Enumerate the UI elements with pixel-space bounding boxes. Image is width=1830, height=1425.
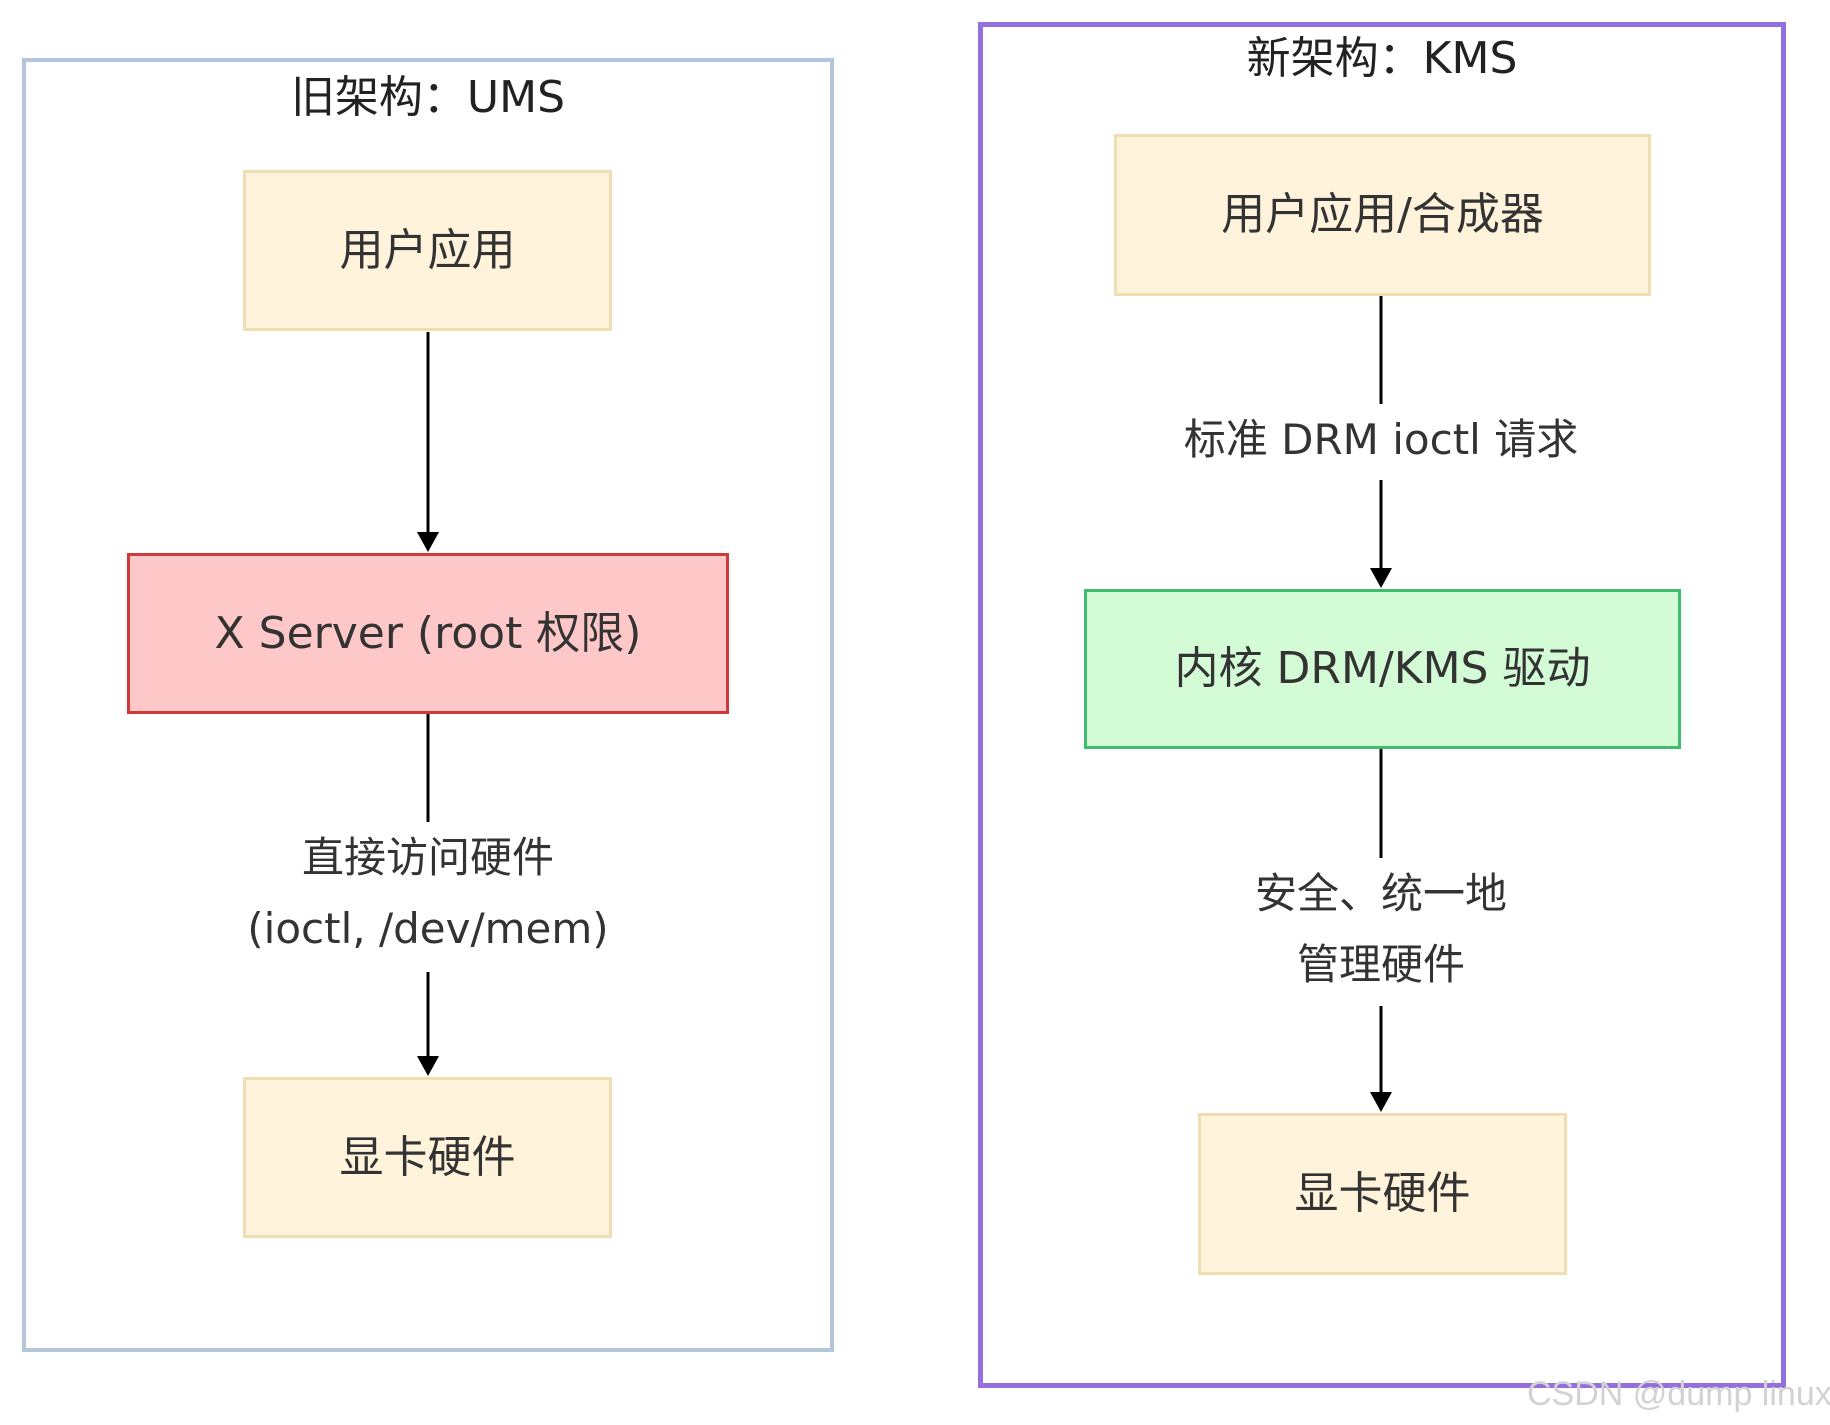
old-gpu-hardware-node: 显卡硬件 bbox=[243, 1077, 612, 1238]
old-gpu-hardware-label: 显卡硬件 bbox=[339, 1131, 516, 1183]
new-user-app-label: 用户应用/合成器 bbox=[1221, 189, 1544, 241]
new-user-app-node: 用户应用/合成器 bbox=[1114, 134, 1651, 296]
new-gpu-hardware-node: 显卡硬件 bbox=[1198, 1113, 1567, 1275]
new-edge-label-safe-manage: 安全、统一地 管理硬件 bbox=[1227, 858, 1535, 1006]
new-edge-label-line1: 安全、统一地 bbox=[1254, 869, 1507, 918]
old-edge-label-line1: 直接访问硬件 bbox=[301, 833, 554, 882]
new-edge-label-line2: 管理硬件 bbox=[1296, 940, 1465, 990]
kernel-drm-kms-label: 内核 DRM/KMS 驱动 bbox=[1174, 643, 1591, 695]
old-user-app-node: 用户应用 bbox=[243, 170, 612, 331]
old-edge-label-line2: (ioctl, /dev/mem) bbox=[247, 904, 609, 954]
old-edge-label-direct-access: 直接访问硬件 (ioctl, /dev/mem) bbox=[220, 822, 636, 972]
old-user-app-label: 用户应用 bbox=[339, 224, 516, 276]
arrowhead-old-xserver-to-gpu bbox=[417, 1056, 439, 1076]
csdn-watermark: CSDN @dump linux bbox=[1527, 1375, 1830, 1413]
new-edge-label-drm-ioctl-text: 标准 DRM ioctl 请求 bbox=[1183, 415, 1579, 464]
arrowhead-new-app-to-kernel bbox=[1370, 568, 1392, 588]
new-edge-label-drm-ioctl: 标准 DRM ioctl 请求 bbox=[1167, 404, 1595, 480]
arrowhead-old-app-to-xserver bbox=[417, 532, 439, 552]
old-architecture-title: 旧架构：UMS bbox=[290, 72, 566, 123]
kernel-drm-kms-node: 内核 DRM/KMS 驱动 bbox=[1084, 589, 1681, 749]
arrowhead-new-kernel-to-gpu bbox=[1370, 1092, 1392, 1112]
new-architecture-title: 新架构：KMS bbox=[1246, 33, 1518, 84]
x-server-label: X Server (root 权限) bbox=[214, 607, 642, 659]
new-gpu-hardware-label: 显卡硬件 bbox=[1294, 1168, 1471, 1220]
x-server-node: X Server (root 权限) bbox=[127, 553, 729, 714]
